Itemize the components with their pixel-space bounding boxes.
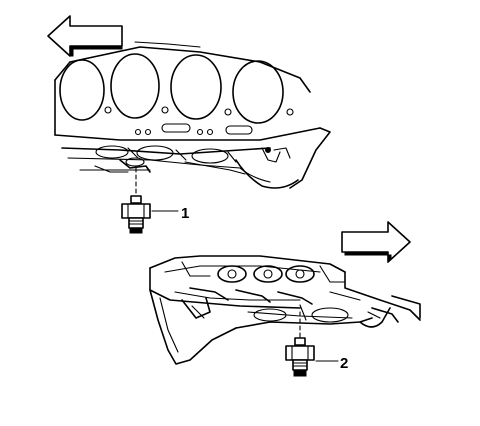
knock-sensor-1-icon [121, 195, 151, 234]
engine-block-bottom-view [149, 255, 421, 365]
engine-block-top-view [54, 41, 331, 189]
direction-arrow-right-icon [341, 221, 411, 264]
direction-arrow-left-icon [47, 15, 123, 57]
knock-sensor-2-icon [285, 337, 315, 377]
callout-2: 2 [340, 355, 348, 372]
callout-1: 1 [181, 205, 189, 222]
